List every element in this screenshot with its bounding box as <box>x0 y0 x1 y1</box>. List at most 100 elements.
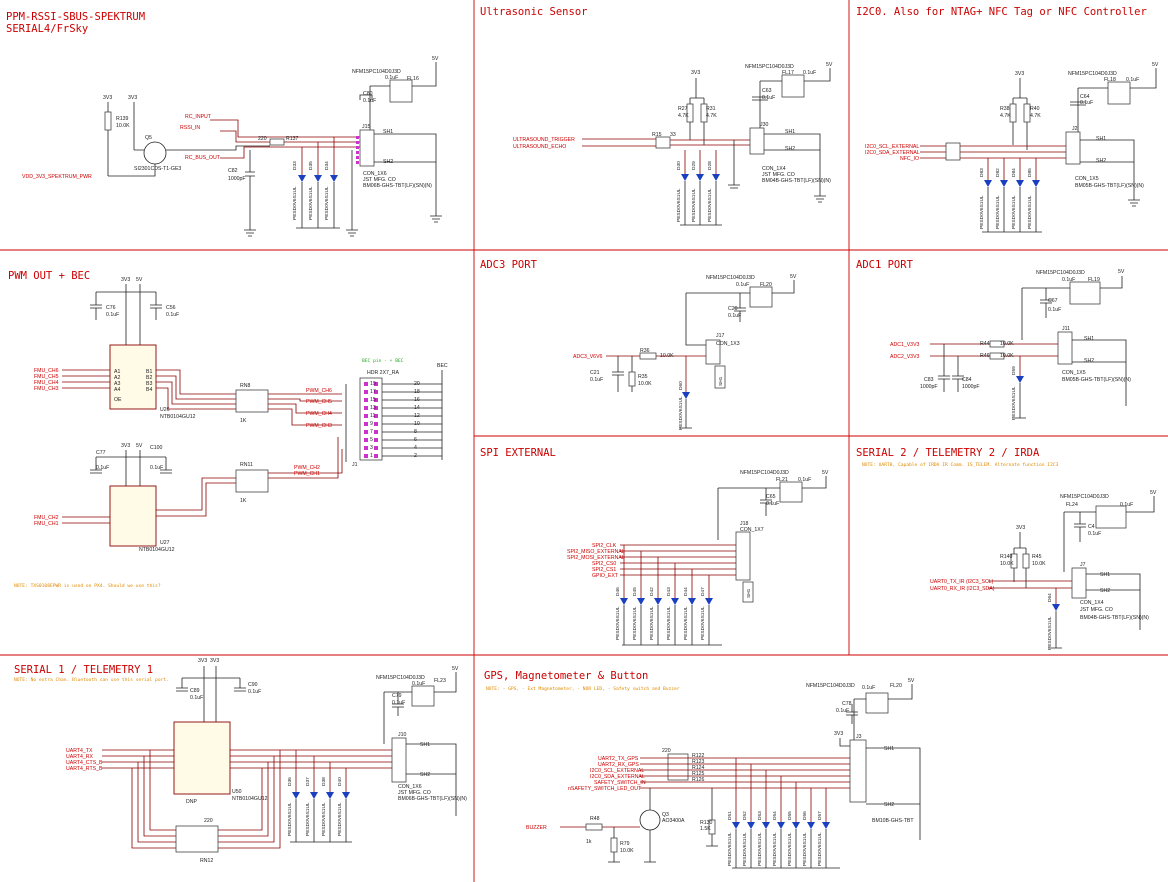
pwm-c77-ref: C77 <box>96 450 106 456</box>
spi-diode-2 <box>637 598 645 605</box>
pwm-level-shifter-u26 <box>109 344 157 410</box>
section-spi: SPI EXTERNAL NFM15PC104D0J3D FL21 0.1uF … <box>480 447 829 646</box>
pwm-rn8-val: 1K <box>240 418 247 424</box>
gps-fb-cap: 0.1uF <box>862 685 875 691</box>
spi-ferrite-filter <box>779 481 803 503</box>
ppm-r139-val: 10.0K <box>116 123 130 129</box>
ultra-r15 <box>655 136 671 149</box>
gps-net-safety-in: SAFETY_SWITCH_IN <box>594 780 646 786</box>
ultra-r27-val: 4.7K <box>678 113 689 119</box>
ultra-ferrite-part: NFM15PC104D0J3D <box>745 64 794 70</box>
adc3-connector-j17 <box>705 339 721 365</box>
i2c-diode-1 <box>984 180 992 187</box>
spi-c65-val: 0.1uF <box>766 501 779 507</box>
i2c-r38 <box>1009 103 1017 123</box>
ppm-d1-ref: D33 <box>292 161 298 170</box>
gps-r79-ref: R79 <box>620 841 630 847</box>
serial1-u50-part: NTB0104GU12 <box>232 796 268 802</box>
spi-diodes: D46PESD0V6S1ULD45PESD0V6S1ULD42PESD0V6S1… <box>615 545 713 645</box>
gps-diode-part: PESD0V6S1UL <box>727 832 733 866</box>
pwm-hdr-name: HDR 2X7_RA <box>367 370 400 376</box>
gps-c78-ref: C78 <box>842 701 852 707</box>
serial2-fb-ref: FL24 <box>1066 502 1078 508</box>
ultra-j30-name: CON_1X4 <box>762 166 786 172</box>
gps-diode-part: PESD0V6S1UL <box>787 832 793 866</box>
serial2-note: NOTE: UART0, Capable of IRDA IR Comm. IS… <box>862 462 1059 468</box>
pwm-note: NOTE: TXS0108EPWR is used on PX4. Should… <box>14 583 161 589</box>
pwm-net-fmu-ch6: FMU_CH6 <box>34 368 59 374</box>
ppm-3v3-b: 3V3 <box>128 95 137 101</box>
ultra-d2-ref: D29 <box>691 161 697 170</box>
i2c-connector-j2 <box>1065 131 1081 165</box>
ultra-d1-ref: D30 <box>676 161 682 170</box>
pwm-header-pin-left <box>364 390 368 394</box>
ppm-diode-1 <box>298 175 306 182</box>
serial1-d4-ref: D40 <box>337 777 343 786</box>
adc3-c20-val: 0.1uF <box>728 313 741 319</box>
gps-diode-part: PESD0V6S1UL <box>742 832 748 866</box>
serial1-d2-ref: D37 <box>305 777 311 786</box>
pwm-net-ch6: PWM_CH6 <box>306 388 332 394</box>
gps-j3-ref: J3 <box>856 734 862 740</box>
ultra-diodes: D30 D29 D28 PESD0V6S1UL PESD0V6S1UL PESD… <box>676 150 722 226</box>
spi-shield <box>742 581 754 603</box>
pwm-header-pin-right <box>374 430 378 434</box>
gps-diode-4 <box>777 822 785 829</box>
serial1-c89-ref: C89 <box>190 688 200 694</box>
spi-diode-5 <box>688 598 696 605</box>
serial1-diode-4 <box>342 792 350 799</box>
serial2-r45-val: 10.0K <box>1032 561 1046 567</box>
adc3-j17-name: CON_1X3 <box>716 341 740 347</box>
serial2-r140-val: 10.0K <box>1000 561 1014 567</box>
ultra-d3-ref: D28 <box>707 161 713 170</box>
adc1-sh1: SH1 <box>1084 336 1094 342</box>
serial2-r45 <box>1022 553 1030 569</box>
pwm-header-pin-number: 6 <box>414 437 417 443</box>
ultra-r27 <box>686 103 694 123</box>
serial1-fb-cap: 0.1uF <box>412 681 425 687</box>
spi-ferrite-part: NFM15PC104D0J3D <box>740 470 789 476</box>
i2c-j2-name: CON_1X5 <box>1075 176 1099 182</box>
i2c-r40-val: 4.7K <box>1030 113 1041 119</box>
ppm-5v-label: 5V <box>432 56 439 62</box>
gps-r123: R123 <box>692 759 705 765</box>
adc3-r36-val: 10.0K <box>660 353 674 359</box>
ppm-q5-ref: Q5 <box>145 135 152 141</box>
adc3-r35-val: 10.0K <box>638 381 652 387</box>
serial2-diode <box>1052 604 1060 611</box>
spi-fb-cap: 0.1uF <box>798 477 811 483</box>
gps-r48 <box>585 823 603 831</box>
section-ultrasonic: Ultrasonic Sensor NFM15PC104D0J3D FL17 0… <box>480 6 833 226</box>
spi-diode-part: PESD0V6S1UL <box>666 606 672 640</box>
serial1-title: SERIAL 1 / TELEMETRY 1 <box>14 664 153 676</box>
pwm-header-pin-number: 18 <box>414 389 420 395</box>
ppm-q5-part: SI2301CDS-T1-GE3 <box>134 166 181 172</box>
section-i2c: I2C0. Also for NTAG+ NFC Tag or NFC Cont… <box>856 6 1159 233</box>
pwm-header-pin-right <box>374 398 378 402</box>
spi-5v: 5V <box>822 470 829 476</box>
spi-connector-j18 <box>735 531 751 581</box>
ultra-diode-2 <box>696 174 704 181</box>
pwm-net-ch5: PWM_CH5 <box>306 399 332 405</box>
pwm-net-ch2: PWM_CH2 <box>294 465 320 471</box>
section-serial2: SERIAL 2 / TELEMETRY 2 / IRDA NOTE: UART… <box>856 447 1157 650</box>
ppm-diode-2 <box>314 175 322 182</box>
adc1-c83-ref: C83 <box>924 377 934 383</box>
pwm-header-pin-number: 20 <box>414 381 420 387</box>
ultra-title: Ultrasonic Sensor <box>480 6 587 18</box>
pwm-c100-val: 0.1uF <box>150 465 163 471</box>
section-gps: GPS, Magnetometer & Button NOTE: - GPS, … <box>484 670 921 869</box>
pwm-net-ch3: PWM_CH3 <box>306 423 332 429</box>
i2c-diode-2 <box>1000 180 1008 187</box>
i2c-r38-val: 4.7K <box>1000 113 1011 119</box>
pwm-header-pin-right <box>374 446 378 450</box>
serial2-j7-mfg: JST MFG. CO <box>1080 607 1113 613</box>
gps-diode-part: PESD0V6S1UL <box>757 832 763 866</box>
serial1-j10-mfg: JST MFG. CO <box>398 790 431 796</box>
i2c-r38-ref: R38 <box>1000 106 1010 112</box>
gps-sh2: SH2 <box>884 802 894 808</box>
pwm-header-pin-number: 12 <box>414 413 420 419</box>
adc3-title: ADC3 PORT <box>480 259 538 271</box>
i2c-ferrite-filter <box>1107 81 1131 105</box>
